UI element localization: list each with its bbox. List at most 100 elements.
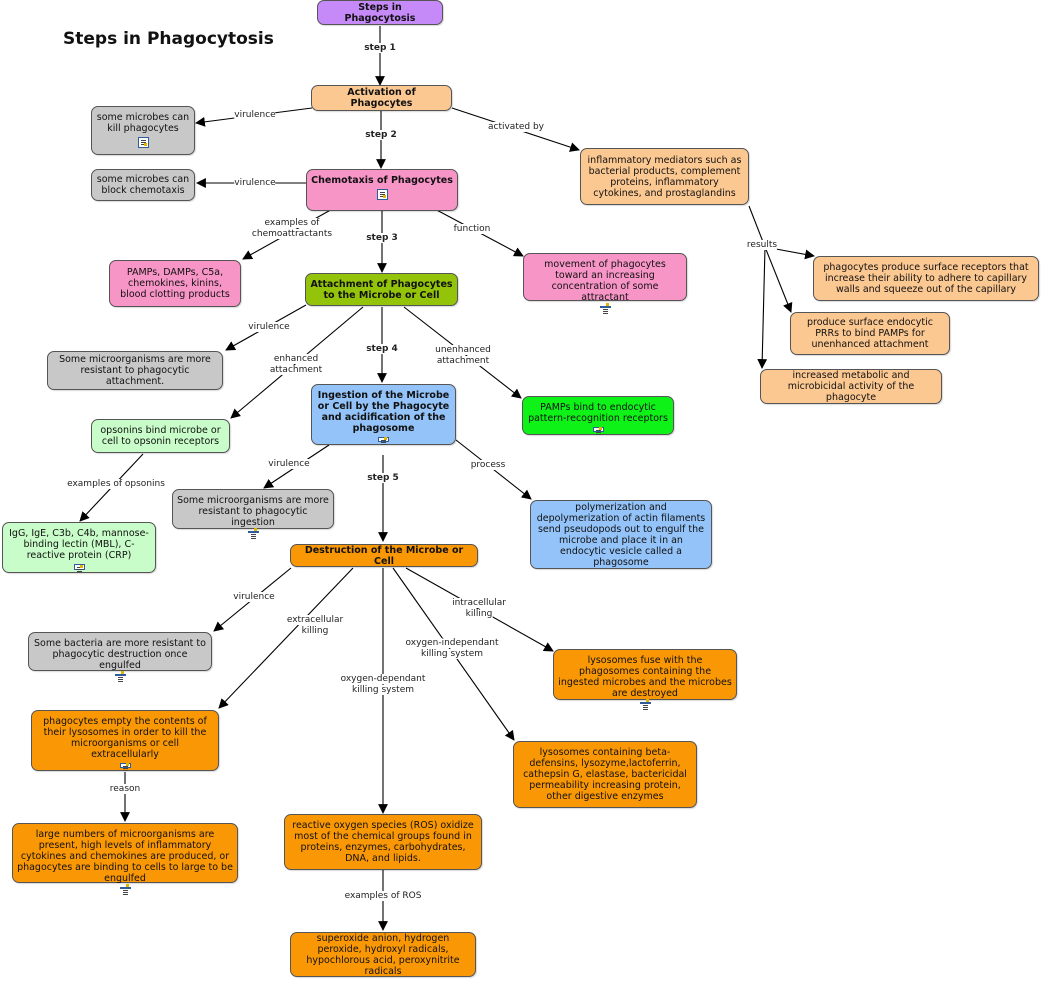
node-opsonin-list-text: IgG, IgE, C3b, C4b, mannose-binding lect…: [9, 528, 149, 561]
document-icon[interactable]: [599, 303, 611, 310]
label-enhanced: attachment: [269, 365, 323, 375]
node-ros-examples[interactable]: superoxide anion, hydrogen peroxide, hyd…: [290, 932, 476, 977]
document-icon[interactable]: [137, 137, 149, 148]
label-unenhanced: attachment: [436, 356, 490, 366]
label-step4: step 4: [366, 344, 398, 354]
node-empty-lysosomes-text: phagocytes empty the contents of their l…: [43, 716, 207, 760]
node-activation[interactable]: Activation of Phagocytes: [311, 85, 452, 111]
node-chemotaxis[interactable]: Chemotaxis of Phagocytes: [306, 169, 458, 211]
label-reason: reason: [109, 784, 141, 794]
node-root-text: Steps in Phagocytosis: [344, 1, 416, 24]
node-beta-defensins-text: lysosomes containing beta-defensins, lys…: [523, 747, 687, 802]
label-unenhanced: unenhanced: [435, 345, 491, 355]
node-chemoattractants[interactable]: PAMPs, DAMPs, C5a, chemokines, kinins, b…: [109, 260, 241, 307]
edge-results-metabolic: [757, 246, 768, 369]
label-oxygen-dependant: oxygen-dependant: [340, 674, 426, 684]
node-pamps-bind-text: PAMPs bind to endocytic pattern-recognit…: [528, 402, 668, 424]
node-opsonins-text: opsonins bind microbe or cell to opsonin…: [100, 425, 221, 447]
node-mediators-text: inflammatory mediators such as bacterial…: [587, 154, 742, 199]
label-intracellular: killing: [465, 609, 493, 619]
node-block-chemotaxis[interactable]: some microbes can block chemotaxis: [91, 169, 195, 201]
node-ingestion[interactable]: Ingestion of the Microbe or Cell by the …: [311, 384, 456, 445]
node-attachment-text: Attachment of Phagocytes to the Microbe …: [310, 278, 453, 301]
node-large-numbers[interactable]: large numbers of microorganisms are pres…: [12, 823, 238, 891]
node-inflammatory-mediators[interactable]: inflammatory mediators such as bacterial…: [580, 148, 749, 205]
document-icon[interactable]: [73, 564, 85, 570]
node-ros[interactable]: reactive oxygen species (ROS) oxidize mo…: [284, 814, 482, 870]
node-beta-defensins[interactable]: lysosomes containing beta-defensins, lys…: [513, 741, 697, 808]
label-virulence: virulence: [234, 110, 276, 120]
node-movement[interactable]: movement of phagocytes toward an increas…: [523, 253, 687, 310]
node-polymerization[interactable]: polymerization and depolymerization of a…: [530, 500, 712, 569]
document-icon[interactable]: [639, 699, 651, 706]
label-step1: step 1: [364, 43, 396, 53]
node-lysosomes-fuse-text: lysosomes fuse with the phagosomes conta…: [558, 655, 732, 699]
label-virulence: virulence: [248, 322, 290, 332]
label-results: results: [746, 240, 778, 250]
node-resist-ingest-text: Some microorganisms are more resistant t…: [177, 495, 329, 528]
node-activation-text: Activation of Phagocytes: [347, 87, 416, 109]
node-root[interactable]: Steps in Phagocytosis: [317, 0, 443, 25]
node-resist-attach-text: Some microorganisms are more resistant t…: [59, 354, 211, 387]
node-metabolic-activity[interactable]: increased metabolic and microbicidal act…: [760, 369, 942, 404]
label-extracellular: extracellular: [286, 615, 344, 625]
node-resist-attachment[interactable]: Some microorganisms are more resistant t…: [47, 351, 223, 390]
node-prrs-text: produce surface endocytic PRRs to bind P…: [807, 317, 933, 350]
label-activated-by: activated by: [487, 122, 545, 132]
node-chemotaxis-text: Chemotaxis of Phagocytes: [311, 175, 453, 186]
node-opsonins[interactable]: opsonins bind microbe or cell to opsonin…: [91, 419, 230, 453]
node-surface-receptors[interactable]: phagocytes produce surface receptors tha…: [813, 256, 1039, 301]
node-pamps-list-text: PAMPs, DAMPs, C5a, chemokines, kinins, b…: [120, 267, 230, 300]
label-examples-opsonins: examples of opsonins: [67, 479, 165, 489]
node-movement-text: movement of phagocytes toward an increas…: [544, 259, 666, 303]
node-destruction[interactable]: Destruction of the Microbe or Cell: [290, 544, 478, 567]
label-extracellular: killing: [301, 626, 329, 636]
label-intracellular: intracellular: [452, 598, 506, 608]
label-oxygen-independant: killing system: [420, 649, 484, 659]
label-oxygen-independant: oxygen-independant: [405, 638, 499, 648]
label-virulence: virulence: [234, 178, 276, 188]
node-ros-text: reactive oxygen species (ROS) oxidize mo…: [292, 820, 474, 864]
node-resist-ingestion[interactable]: Some microorganisms are more resistant t…: [172, 489, 334, 535]
label-examples-chemo: examples of: [264, 218, 320, 228]
node-destruction-text: Destruction of the Microbe or Cell: [304, 544, 464, 567]
node-metabolic-text: increased metabolic and microbicidal act…: [787, 370, 915, 403]
label-virulence: virulence: [233, 592, 275, 602]
node-ros-list-text: superoxide anion, hydrogen peroxide, hyd…: [306, 932, 460, 977]
node-kill-phagocytes[interactable]: some microbes can kill phagocytes: [91, 106, 195, 155]
node-pamps-bind[interactable]: PAMPs bind to endocytic pattern-recognit…: [522, 396, 674, 435]
label-process: process: [470, 460, 506, 470]
node-kill-text: some microbes can kill phagocytes: [96, 112, 190, 134]
node-endocytic-prrs[interactable]: produce surface endocytic PRRs to bind P…: [790, 312, 950, 355]
document-icon[interactable]: [247, 528, 259, 535]
diagram-title: Steps in Phagocytosis: [63, 29, 274, 49]
label-oxygen-dependant: killing system: [351, 685, 415, 695]
document-icon[interactable]: [378, 437, 389, 442]
document-icon[interactable]: [376, 189, 388, 200]
label-examples-chemo: chemoattractants: [251, 229, 333, 239]
label-step2: step 2: [365, 130, 397, 140]
label-examples-ros: examples of ROS: [344, 891, 422, 901]
node-resist-destruction[interactable]: Some bacteria are more resistant to phag…: [28, 632, 212, 678]
edge-results-prrs: [764, 246, 793, 313]
node-empty-lysosomes[interactable]: phagocytes empty the contents of their l…: [31, 710, 219, 771]
node-ingestion-text: Ingestion of the Microbe or Cell by the …: [317, 390, 450, 434]
node-opsonin-examples[interactable]: IgG, IgE, C3b, C4b, mannose-binding lect…: [2, 522, 156, 573]
label-step3: step 3: [366, 233, 398, 243]
node-lysosomes-fuse[interactable]: lysosomes fuse with the phagosomes conta…: [553, 649, 737, 706]
label-virulence: virulence: [268, 459, 310, 469]
node-attachment[interactable]: Attachment of Phagocytes to the Microbe …: [305, 273, 458, 306]
node-resist-destroy-text: Some bacteria are more resistant to phag…: [34, 638, 206, 671]
node-receptors-text: phagocytes produce surface receptors tha…: [823, 262, 1029, 295]
edge-extracellular: [218, 567, 354, 709]
label-step5: step 5: [367, 473, 399, 483]
document-icon[interactable]: [119, 763, 131, 768]
document-icon[interactable]: [119, 884, 131, 891]
document-icon[interactable]: [114, 671, 126, 678]
document-icon[interactable]: [592, 427, 604, 432]
node-block-text: some microbes can block chemotaxis: [96, 174, 190, 196]
node-large-numbers-text: large numbers of microorganisms are pres…: [17, 829, 233, 884]
label-enhanced: enhanced: [273, 354, 319, 364]
node-polymerization-text: polymerization and depolymerization of a…: [536, 501, 706, 568]
